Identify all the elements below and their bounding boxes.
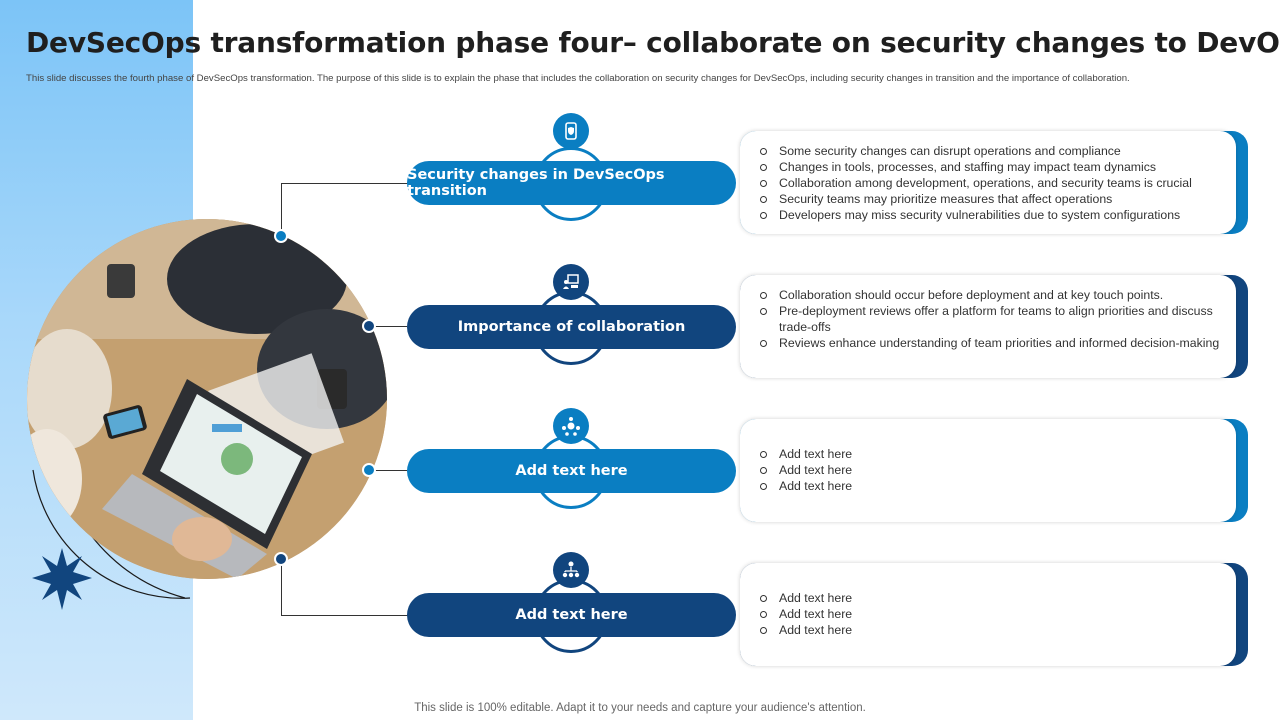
connector-dot-1 bbox=[274, 229, 288, 243]
bullet-item: Developers may miss security vulnerabili… bbox=[760, 207, 1230, 223]
connector-line-4 bbox=[281, 559, 408, 616]
bullet-item: Reviews enhance understanding of team pr… bbox=[760, 335, 1230, 351]
connector-dot-2 bbox=[362, 319, 376, 333]
row-label-pill: Importance of collaboration bbox=[407, 305, 736, 349]
bullet-item: Collaboration among development, operati… bbox=[760, 175, 1230, 191]
row-label-pill: Add text here bbox=[407, 593, 736, 637]
connector-line-1 bbox=[281, 183, 408, 237]
bullet-item: Add text here bbox=[760, 590, 1230, 606]
meeting-photo bbox=[27, 219, 387, 579]
footer-note: This slide is 100% editable. Adapt it to… bbox=[0, 702, 1280, 714]
page-title: DevSecOps transformation phase four– col… bbox=[26, 26, 1280, 59]
bullet-list: Some security changes can disrupt operat… bbox=[760, 143, 1230, 223]
connector-dot-3 bbox=[362, 463, 376, 477]
bullet-item: Add text here bbox=[760, 478, 1230, 494]
bullet-item: Add text here bbox=[760, 622, 1230, 638]
team-network-icon bbox=[553, 408, 589, 444]
bullet-item: Changes in tools, processes, and staffin… bbox=[760, 159, 1230, 175]
bullet-item: Collaboration should occur before deploy… bbox=[760, 287, 1230, 303]
bullet-card: Some security changes can disrupt operat… bbox=[740, 131, 1248, 234]
bullet-card: Add text here Add text here Add text her… bbox=[740, 419, 1248, 522]
page-subtitle: This slide discusses the fourth phase of… bbox=[26, 72, 1216, 85]
mobile-shield-icon bbox=[553, 113, 589, 149]
bullet-item: Security teams may prioritize measures t… bbox=[760, 191, 1230, 207]
connector-dot-4 bbox=[274, 552, 288, 566]
presentation-icon bbox=[553, 264, 589, 300]
bullet-item: Add text here bbox=[760, 462, 1230, 478]
bullet-item: Add text here bbox=[760, 446, 1230, 462]
bullet-item: Some security changes can disrupt operat… bbox=[760, 143, 1230, 159]
bullet-item: Add text here bbox=[760, 606, 1230, 622]
bullet-list: Add text here Add text here Add text her… bbox=[760, 590, 1230, 638]
bullet-list: Add text here Add text here Add text her… bbox=[760, 446, 1230, 494]
row-label-pill: Security changes in DevSecOps transition bbox=[407, 161, 736, 205]
team-hierarchy-icon bbox=[553, 552, 589, 588]
bullet-card: Collaboration should occur before deploy… bbox=[740, 275, 1248, 378]
bullet-list: Collaboration should occur before deploy… bbox=[760, 287, 1230, 351]
row-label-pill: Add text here bbox=[407, 449, 736, 493]
bullet-card: Add text here Add text here Add text her… bbox=[740, 563, 1248, 666]
bullet-item: Pre-deployment reviews offer a platform … bbox=[760, 303, 1230, 335]
